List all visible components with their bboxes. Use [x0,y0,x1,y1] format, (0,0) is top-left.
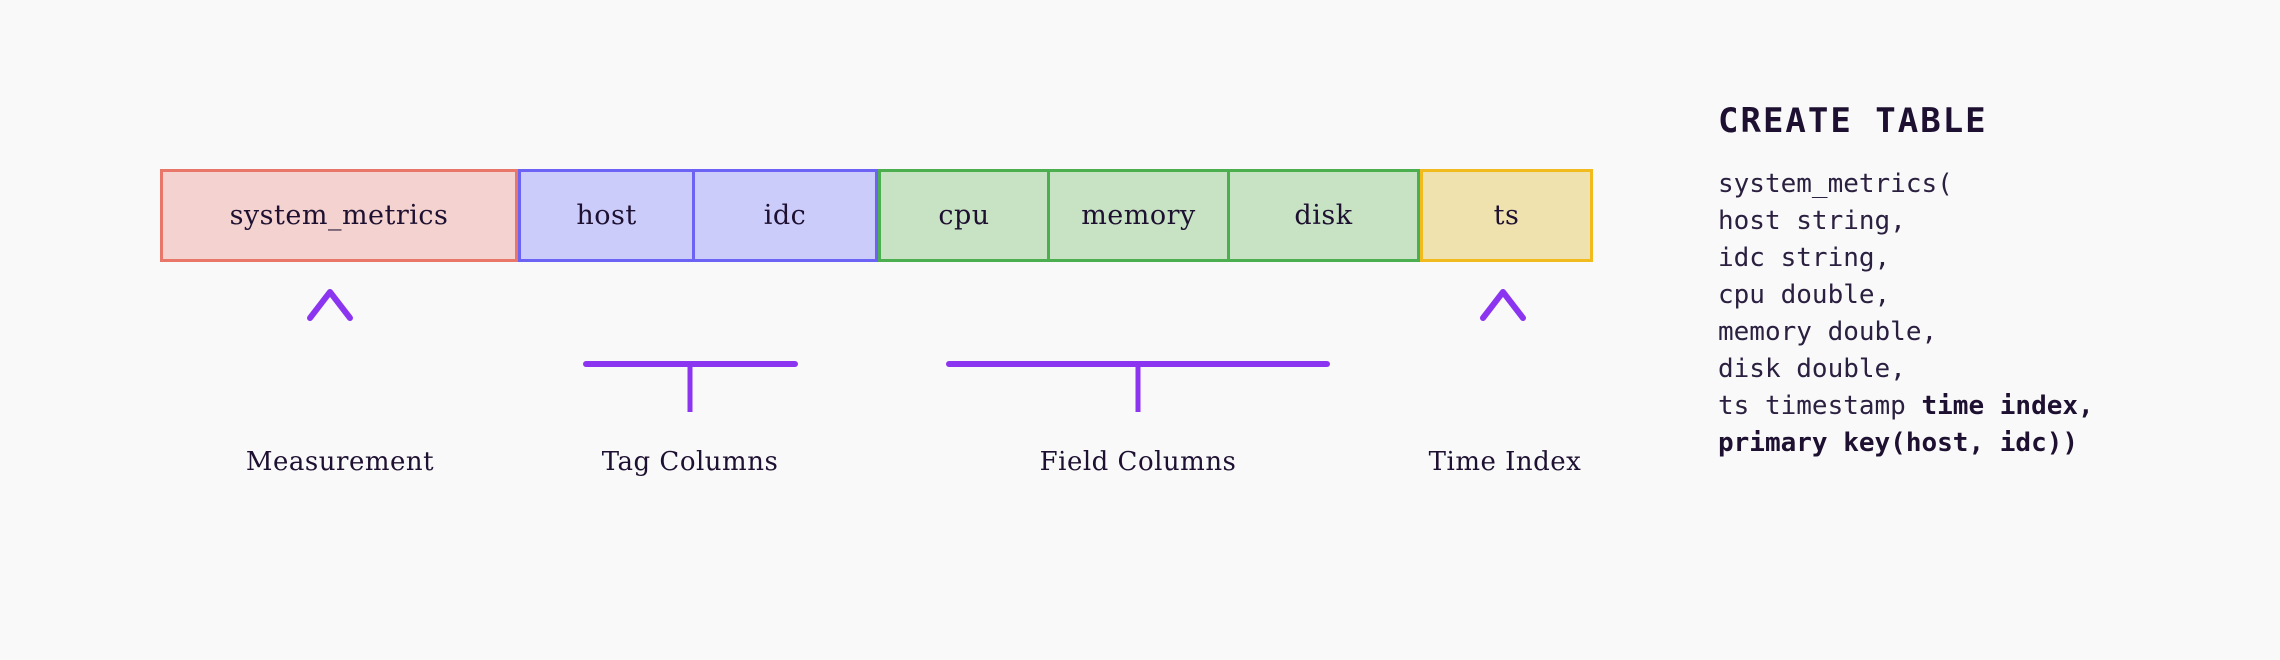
tag-columns-bracket-icon [583,300,798,412]
create-table-panel: CREATE TABLE system_metrics(host string,… [1718,104,2238,462]
code-line: disk double, [1718,354,1906,384]
code-line: ts timestamp time index, [1718,391,2094,421]
schema-column-memory[interactable]: memory [1050,169,1230,262]
code-keyword: time index, [1921,391,2094,421]
code-line: primary key(host, idc)) [1718,425,2238,462]
code-keyword: primary key(host, idc)) [1718,428,2079,458]
measurement-arrow-icon [307,289,353,415]
code-line: memory double, [1718,317,1938,347]
schema-column-label: system_metrics [229,200,449,231]
code-line: host string, [1718,206,1906,236]
annotation-label-measurement: Measurement [245,447,435,477]
code-line: cpu double, [1718,280,1891,310]
schema-column-label: memory [1081,200,1196,231]
schema-column-cpu[interactable]: cpu [878,169,1050,262]
schema-column-host[interactable]: host [518,169,695,262]
create-table-heading: CREATE TABLE [1718,101,1988,141]
schema-column-system-metrics[interactable]: system_metrics [160,169,518,262]
schema-column-label: disk [1294,200,1353,231]
schema-column-disk[interactable]: disk [1230,169,1420,262]
annotation-label-time-index: Time Index [1428,447,1582,477]
schema-column-row: system_metrics host idc cpu memory disk ts [160,169,1593,262]
field-columns-bracket-icon [946,300,1330,412]
code-line: idc string, [1718,243,1891,273]
schema-column-idc[interactable]: idc [695,169,878,262]
schema-column-label: cpu [938,200,990,231]
annotation-label-field-columns: Field Columns [1039,447,1237,477]
schema-column-label: host [576,200,637,231]
time-index-arrow-icon [1480,289,1526,415]
create-table-statement: system_metrics(host string, idc string, cp… [1718,166,2238,462]
annotation-label-tag-columns: Tag Columns [601,447,779,477]
schema-column-ts[interactable]: ts [1420,169,1593,262]
code-line: system_metrics( [1718,169,1953,199]
schema-column-label: idc [763,200,807,231]
schema-column-label: ts [1493,200,1520,231]
